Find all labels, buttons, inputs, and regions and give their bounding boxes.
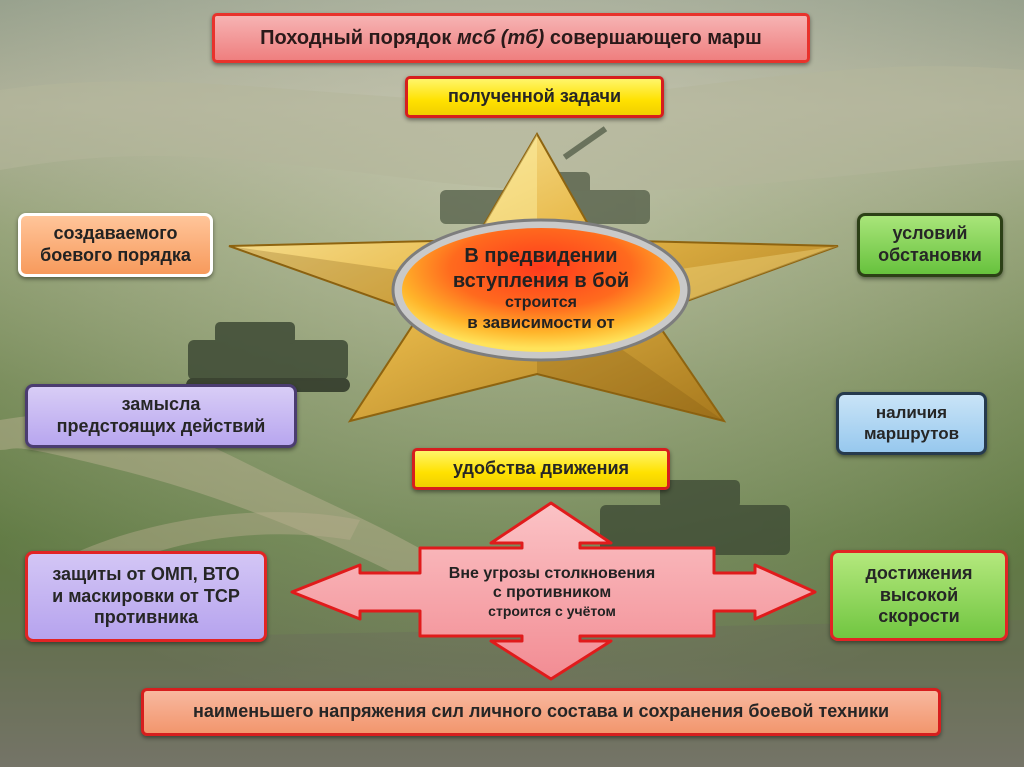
title-part1: Походный порядок bbox=[260, 26, 457, 50]
factor-battle-formation-line1: создаваемого bbox=[40, 223, 191, 245]
factor-conditions-line1: условий bbox=[878, 223, 982, 245]
factor-received-task: полученной задачи bbox=[405, 76, 664, 118]
factor-movement-convenience-label: удобства движения bbox=[453, 458, 629, 480]
arrow-text-line3: строится с учётом bbox=[488, 603, 616, 620]
factor-battle-formation-line2: боевого порядка bbox=[40, 245, 191, 267]
factor-plan-line1: замысла bbox=[57, 394, 266, 416]
star-text-line2: вступления в бой bbox=[453, 269, 629, 293]
title-part2: совершающего марш bbox=[544, 26, 762, 50]
factor-routes: наличия маршрутов bbox=[836, 392, 987, 455]
factor-conditions-line2: обстановки bbox=[878, 245, 982, 267]
factor-conditions: условий обстановки bbox=[857, 213, 1003, 277]
consideration-protection-line1: защиты от ОМП, ВТО bbox=[52, 564, 240, 586]
factor-received-task-label: полученной задачи bbox=[448, 86, 621, 108]
factor-plan-line2: предстоящих действий bbox=[57, 416, 266, 438]
star-center-text: В предвидении вступления в бой строится … bbox=[408, 236, 674, 342]
consideration-high-speed-line2: высокой bbox=[865, 585, 972, 607]
factor-movement-convenience: удобства движения bbox=[412, 448, 670, 490]
consideration-protection: защиты от ОМП, ВТО и маскировки от ТСР п… bbox=[25, 551, 267, 642]
consideration-high-speed: достижения высокой скорости bbox=[830, 550, 1008, 641]
arrow-center-text: Вне угрозы столкновения с противником ст… bbox=[414, 549, 690, 635]
factor-plan: замысла предстоящих действий bbox=[25, 384, 297, 448]
factor-routes-line2: маршрутов bbox=[864, 424, 959, 445]
consideration-protection-line2: и маскировки от ТСР bbox=[52, 586, 240, 608]
star-text-line3: строится bbox=[505, 293, 577, 313]
consideration-least-strain-label: наименьшего напряжения сил личного соста… bbox=[193, 701, 889, 723]
star-text-line4: в зависимости от bbox=[467, 313, 614, 334]
arrow-text-line2: с противником bbox=[493, 583, 611, 603]
consideration-high-speed-line3: скорости bbox=[865, 606, 972, 628]
consideration-least-strain: наименьшего напряжения сил личного соста… bbox=[141, 688, 941, 736]
diagram-title: Походный порядок мсб (тб) совершающего м… bbox=[212, 13, 810, 63]
consideration-high-speed-line1: достижения bbox=[865, 563, 972, 585]
arrow-text-line1: Вне угрозы столкновения bbox=[449, 564, 655, 584]
star-text-line1: В предвидении bbox=[464, 244, 617, 268]
factor-routes-line1: наличия bbox=[864, 403, 959, 424]
factor-battle-formation: создаваемого боевого порядка bbox=[18, 213, 213, 277]
title-italic: мсб (тб) bbox=[457, 26, 544, 50]
consideration-protection-line3: противника bbox=[52, 607, 240, 629]
